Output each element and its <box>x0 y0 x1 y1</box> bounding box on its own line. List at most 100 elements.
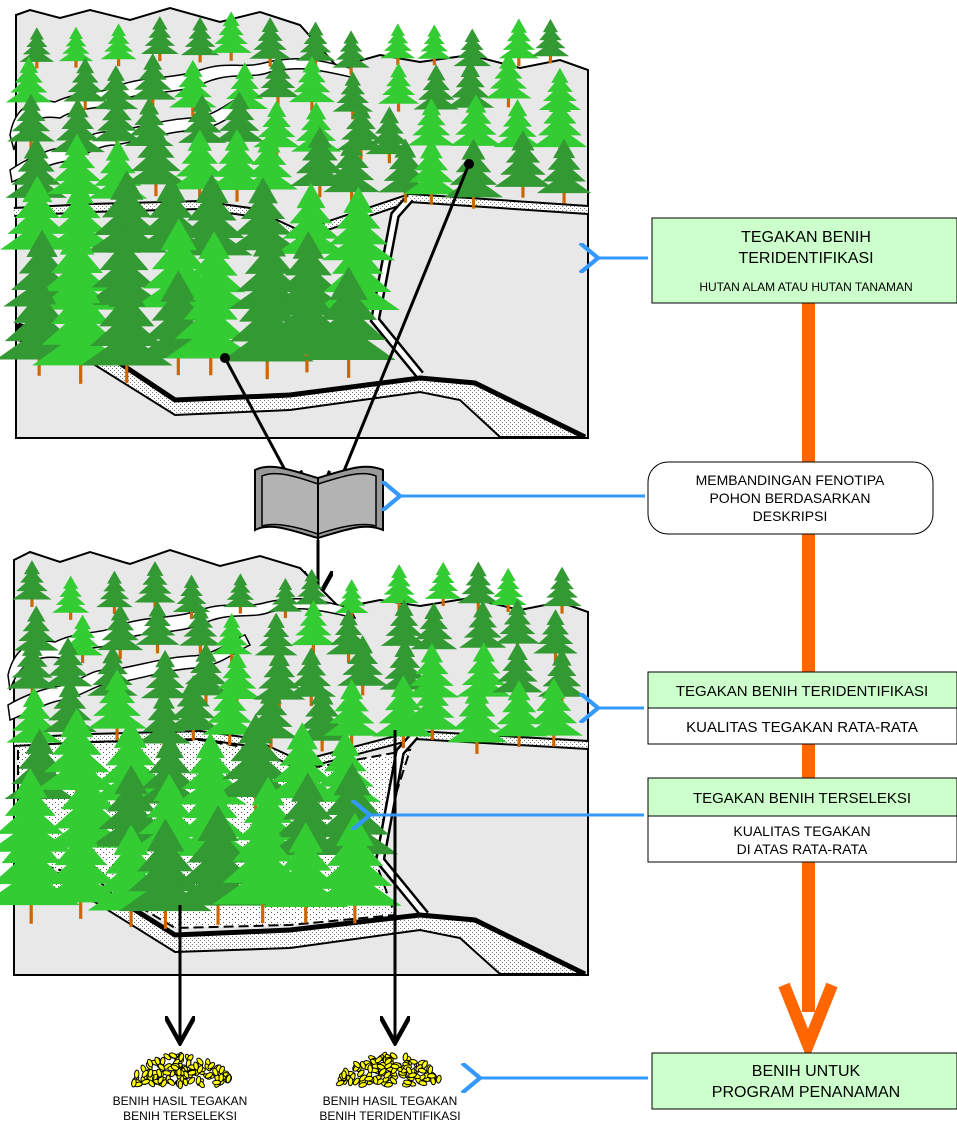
box-stand-selected: TEGAKAN BENIH TERSELEKSI KUALITAS TEGAKA… <box>647 777 957 863</box>
seed <box>207 1062 216 1070</box>
tree <box>446 682 508 754</box>
seed <box>168 1052 178 1059</box>
tree <box>5 56 52 112</box>
box-seed-program: BENIH UNTUK PROGRAM PENANAMAN <box>651 1052 957 1110</box>
seed <box>218 1065 225 1075</box>
tree <box>533 609 578 663</box>
seed <box>170 1064 180 1071</box>
seed <box>402 1052 409 1062</box>
tree <box>459 600 507 657</box>
tree <box>536 138 592 204</box>
seed <box>436 1074 442 1084</box>
tree <box>226 177 300 265</box>
seed <box>367 1064 373 1074</box>
tree <box>43 637 93 696</box>
seed-label-right-line2: BENIH TERIDENTIFIKASI <box>319 1109 460 1123</box>
tree <box>165 675 221 741</box>
seed <box>225 1074 232 1084</box>
tree <box>179 603 222 654</box>
box4-subtitle-line1: KUALITAS TEGAKAN <box>733 823 870 839</box>
tree <box>410 602 458 659</box>
seed <box>378 1068 387 1076</box>
tree <box>7 93 56 151</box>
box4-title: TEGAKAN BENIH TERSELEKSI <box>693 790 911 807</box>
tree <box>532 92 588 158</box>
tree <box>165 268 256 376</box>
seed <box>408 1072 417 1079</box>
tree <box>211 613 253 663</box>
tree <box>290 126 350 198</box>
tree <box>136 689 191 754</box>
box5-line2: PROGRAM PENANAMAN <box>712 1084 900 1101</box>
tree <box>379 564 419 611</box>
seed <box>212 1079 222 1086</box>
seed <box>335 1080 345 1087</box>
seed <box>347 1077 354 1087</box>
tree <box>256 54 300 106</box>
tree <box>97 604 144 659</box>
box2-line2: POHON BERDASARKAN <box>709 490 870 506</box>
tree <box>295 21 336 69</box>
tree <box>531 18 570 64</box>
tree <box>264 722 341 813</box>
seed <box>204 1072 213 1079</box>
tree <box>323 135 380 203</box>
tree <box>494 598 540 653</box>
tree <box>223 573 258 614</box>
tree <box>337 635 389 696</box>
tree <box>457 561 500 612</box>
seed <box>162 1070 172 1076</box>
tree <box>180 16 220 63</box>
tree <box>201 679 258 746</box>
tree <box>206 128 268 202</box>
seed-label-right-line1: BENIH HASIL TEGAKAN <box>323 1094 458 1108</box>
tree <box>485 52 532 108</box>
seed <box>195 1075 202 1085</box>
tree <box>129 53 177 109</box>
box4-subtitle-line2: DI ATAS RATA-RATA <box>737 841 868 857</box>
arrow-tree-to-book-right <box>333 163 471 498</box>
seed <box>418 1080 428 1087</box>
tree <box>249 17 292 67</box>
tree <box>404 674 461 741</box>
forest-panel-top <box>0 6 592 498</box>
tree <box>288 56 336 111</box>
seed <box>353 1060 361 1069</box>
box-stand-identified: TEGAKAN BENIH TERIDENTIFIKASI HUTAN ALAM… <box>651 217 957 304</box>
box-stand-identified-average: TEGAKAN BENIH TERIDENTIFIKASI KUALITAS T… <box>647 671 957 745</box>
tree <box>37 815 125 919</box>
tree <box>407 98 456 155</box>
tree <box>254 612 298 664</box>
seed <box>131 1078 137 1088</box>
seed <box>357 1069 365 1077</box>
forest-panel-bottom <box>0 548 589 977</box>
tree <box>334 579 369 620</box>
tree <box>210 11 253 61</box>
tree <box>293 568 330 612</box>
tree <box>124 122 188 197</box>
tree <box>380 599 428 655</box>
tree <box>493 99 542 157</box>
seed <box>146 1058 154 1068</box>
tree <box>177 94 227 153</box>
seed <box>187 1069 197 1076</box>
seed <box>167 1078 176 1086</box>
tree <box>332 30 370 75</box>
seed <box>352 1077 360 1086</box>
tree <box>268 578 303 619</box>
seed <box>156 1068 163 1078</box>
seed-label-left-line2: BENIH TERSELEKSI <box>123 1109 237 1123</box>
tree <box>134 561 176 611</box>
seed <box>390 1063 400 1070</box>
tree <box>377 62 420 112</box>
tree <box>450 94 502 156</box>
tree <box>212 804 313 924</box>
tree <box>290 600 337 654</box>
tree <box>403 138 460 205</box>
tree <box>140 16 179 62</box>
tree <box>92 91 142 151</box>
tree <box>46 133 108 206</box>
tree <box>372 675 435 749</box>
tree <box>100 23 137 67</box>
seed <box>341 1070 347 1080</box>
